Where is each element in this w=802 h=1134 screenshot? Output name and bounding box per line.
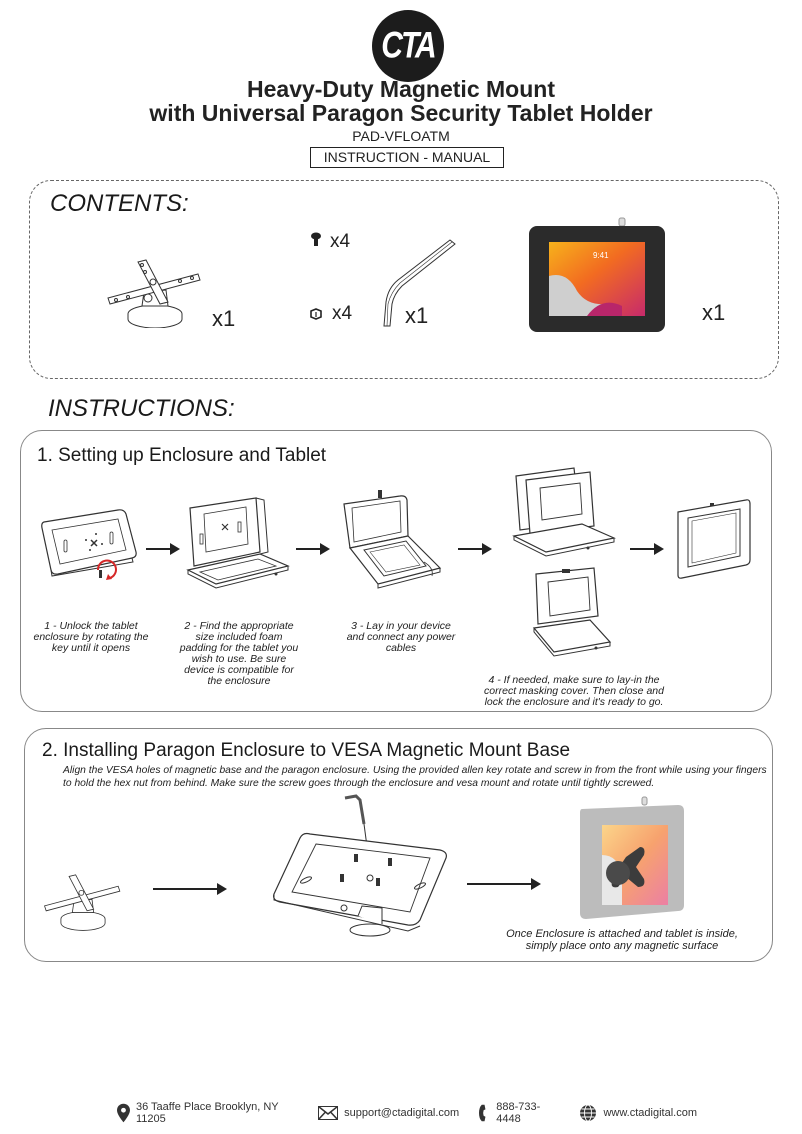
footer-email[interactable]: support@ctadigital.com [318, 1106, 459, 1120]
mount-base-qty: x1 [212, 306, 236, 331]
footer-address: 36 Taaffe Place Brooklyn, NY 11205 [117, 1101, 298, 1125]
footer-contact-bar: 36 Taaffe Place Brooklyn, NY 11205 suppo… [117, 1101, 717, 1125]
phone-link[interactable]: 888-733-4448 [496, 1101, 541, 1125]
phone-icon [479, 1104, 486, 1122]
tablet-enclosure-icon: 9:41 [529, 217, 665, 332]
instruction-manual-label: INSTRUCTION - MANUAL [310, 147, 504, 168]
step2-panel [24, 728, 773, 962]
enclosure-qty: x1 [702, 300, 726, 325]
step1-substep4-text: 4 - If needed, make sure to lay-in the c… [484, 674, 664, 708]
logo-text: CTA [381, 24, 436, 66]
tablet-screen-time: 9:41 [593, 251, 609, 260]
address-text: 36 Taaffe Place Brooklyn, NY 11205 [135, 1101, 279, 1125]
lay-in-device-icon [343, 490, 442, 589]
contents-heading: CONTENTS: [50, 190, 189, 217]
step1-arrow-4 [630, 543, 664, 555]
vesa-mount-base-icon [107, 259, 201, 328]
cta-logo: CTA [372, 10, 444, 82]
open-enclosure-with-cover-icon [532, 567, 612, 657]
instructions-heading: INSTRUCTIONS: [48, 395, 235, 422]
step1-substep3-text: 3 - Lay in your device and connect any p… [346, 620, 456, 654]
step1-arrow-1 [146, 543, 180, 555]
open-enclosure-frame-icon [186, 497, 290, 589]
enclosure-screw-assembly-icon [273, 794, 447, 937]
contents-box [29, 180, 779, 379]
envelope-icon [318, 1106, 339, 1120]
step1-panel [20, 430, 772, 712]
email-link[interactable]: support@ctadigital.com [344, 1107, 460, 1119]
footer-website[interactable]: www.ctadigital.com [579, 1104, 697, 1122]
step2-arrow-2 [467, 878, 541, 890]
globe-icon [580, 1104, 597, 1122]
footer-phone[interactable]: 888-733-4448 [479, 1101, 559, 1125]
hex-nut-icon [310, 308, 322, 320]
step2-arrow-1 [153, 883, 227, 895]
screw-icon [311, 232, 321, 246]
mounted-enclosure-icon [580, 796, 684, 919]
hex-nut-qty: x4 [332, 303, 353, 324]
allen-key-icon [383, 239, 456, 327]
allen-key-qty: x1 [405, 303, 429, 328]
model-number: PAD-VFLOATM [352, 128, 450, 144]
step1-arrow-2 [296, 543, 330, 555]
step2-title: 2. Installing Paragon Enclosure to VESA … [42, 740, 571, 761]
step1-substep2-text: 2 - Find the appropriate size included f… [179, 620, 299, 687]
document-title-line2: with Universal Paragon Security Tablet H… [149, 100, 653, 126]
closed-enclosure-with-key-icon [41, 509, 137, 580]
step1-arrow-3 [458, 543, 492, 555]
step2-caption: Once Enclosure is attached and tablet is… [506, 928, 738, 952]
location-pin-icon [117, 1103, 130, 1123]
step2-description: Align the VESA holes of magnetic base an… [63, 765, 767, 789]
document-title-line1: Heavy-Duty Magnetic Mount [247, 76, 555, 102]
step1-title: 1. Setting up Enclosure and Tablet [37, 445, 327, 466]
website-link[interactable]: www.ctadigital.com [603, 1107, 697, 1119]
screw-qty: x4 [330, 231, 351, 252]
masking-cover-icon [512, 467, 616, 557]
step2-mount-base-icon [44, 874, 121, 931]
step1-substep1-text: 1 - Unlock the tablet enclosure by rotat… [33, 620, 149, 654]
closed-enclosure-ready-icon [677, 499, 751, 579]
